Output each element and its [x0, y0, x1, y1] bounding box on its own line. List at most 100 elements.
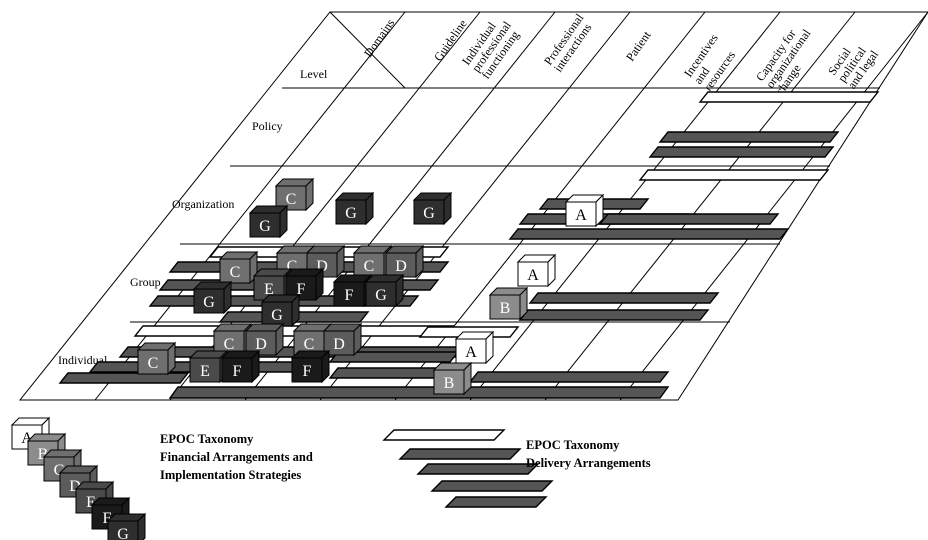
legend-financial-line: EPOC Taxonomy: [160, 432, 254, 446]
legend-band-stack: [382, 429, 554, 508]
box-letter: C: [287, 258, 298, 275]
box-front: [565, 201, 597, 227]
legend-financial-line: Financial Arrangements and: [160, 450, 313, 464]
legend-band: [398, 448, 522, 460]
box-front: [489, 294, 521, 320]
legend-band: [444, 496, 548, 508]
strategy-box-a: A: [516, 253, 557, 288]
strategy-box-g: G: [106, 512, 147, 540]
box-front: [413, 199, 445, 225]
delivery-band: [698, 91, 880, 103]
header-domains: Domains: [361, 16, 398, 60]
box-letter: E: [200, 363, 210, 380]
header-professional-interactions: Professional interactions: [541, 11, 595, 75]
box-letter: D: [316, 258, 328, 275]
legend-delivery-line: Delivery Arrangements: [526, 456, 651, 470]
box-front: [107, 520, 139, 540]
box-front: [219, 258, 251, 284]
strategy-box-e: E: [188, 349, 229, 384]
delivery-band: [528, 292, 720, 304]
row-labels: Policy Organization Group Individual: [58, 119, 283, 367]
box-letter: F: [233, 363, 242, 380]
box-letter: A: [465, 344, 477, 361]
strategy-box-c: C: [274, 177, 315, 212]
box-letter: D: [255, 336, 267, 353]
grid-lines: [18, 11, 928, 401]
box-letter: E: [86, 494, 96, 511]
box-letter: C: [304, 336, 315, 353]
grid-col-line: [619, 11, 928, 401]
row-label-group: Group: [130, 275, 161, 289]
box-letter: C: [286, 191, 297, 208]
box-front: [193, 288, 225, 314]
box-letter: G: [203, 294, 215, 311]
delivery-band: [328, 367, 450, 379]
box-letter: B: [38, 446, 49, 463]
box-letter: G: [375, 287, 387, 304]
strategy-box-b: B: [488, 286, 529, 321]
header-incentives: Incentives and resources: [681, 31, 738, 93]
delivery-band: [58, 372, 190, 384]
strategy-box-g: G: [412, 191, 453, 226]
box-letter: C: [364, 258, 375, 275]
box-letter: B: [444, 375, 455, 392]
grid-corner-diagonal: [329, 11, 406, 89]
delivery-band: [518, 309, 710, 321]
box-letter: D: [395, 258, 407, 275]
strategy-box-g: G: [192, 280, 233, 315]
box-front: [291, 357, 323, 383]
delivery-band: [508, 228, 790, 240]
strategy-box-f: F: [332, 273, 373, 308]
box-letter: G: [423, 205, 435, 222]
strategy-box-c: C: [218, 250, 259, 285]
box-letter: F: [303, 363, 312, 380]
box-front: [517, 261, 549, 287]
box-front: [385, 252, 417, 278]
box-front: [221, 357, 253, 383]
box-front: [189, 357, 221, 383]
strategy-box-f: F: [220, 349, 261, 384]
box-letter: B: [500, 300, 511, 317]
strategy-box-c: C: [352, 244, 393, 279]
box-letter: G: [117, 526, 129, 540]
box-letter: C: [230, 264, 241, 281]
box-front: [137, 349, 169, 375]
delivery-band: [468, 371, 670, 383]
strategy-box-c: C: [212, 322, 253, 357]
box-front: [353, 252, 385, 278]
strategy-box-d: D: [384, 244, 425, 279]
strategy-box-b: B: [432, 361, 473, 396]
header-capacity: Capacity for organizational change: [753, 26, 814, 98]
header-social: Social political and legal: [825, 44, 882, 92]
delivery-bands: [58, 91, 880, 399]
strategy-box-d: D: [244, 322, 285, 357]
box-letter: D: [333, 336, 345, 353]
header-patient: Patient: [623, 28, 654, 64]
strategy-box-g: G: [248, 204, 289, 239]
legend-band: [430, 480, 554, 492]
box-front: [335, 199, 367, 225]
delivery-band: [168, 386, 670, 399]
box-front: [365, 281, 397, 307]
strategy-box-d: D: [322, 322, 363, 357]
strategy-box-g: G: [260, 293, 301, 328]
row-label-policy: Policy: [252, 119, 283, 133]
strategy-box-f: F: [290, 349, 331, 384]
box-letter: F: [345, 287, 354, 304]
strategy-box-g: G: [364, 273, 405, 308]
strategy-box-c: C: [136, 341, 177, 376]
box-front: [249, 212, 281, 238]
delivery-band: [598, 213, 780, 225]
delivery-band: [658, 131, 840, 143]
box-letter: C: [224, 336, 235, 353]
box-letter: C: [54, 462, 65, 479]
row-label-individual: Individual: [58, 353, 108, 367]
box-letter: C: [148, 355, 159, 372]
delivery-band: [328, 351, 460, 363]
box-letter: F: [103, 510, 112, 527]
box-letter: E: [264, 281, 274, 298]
